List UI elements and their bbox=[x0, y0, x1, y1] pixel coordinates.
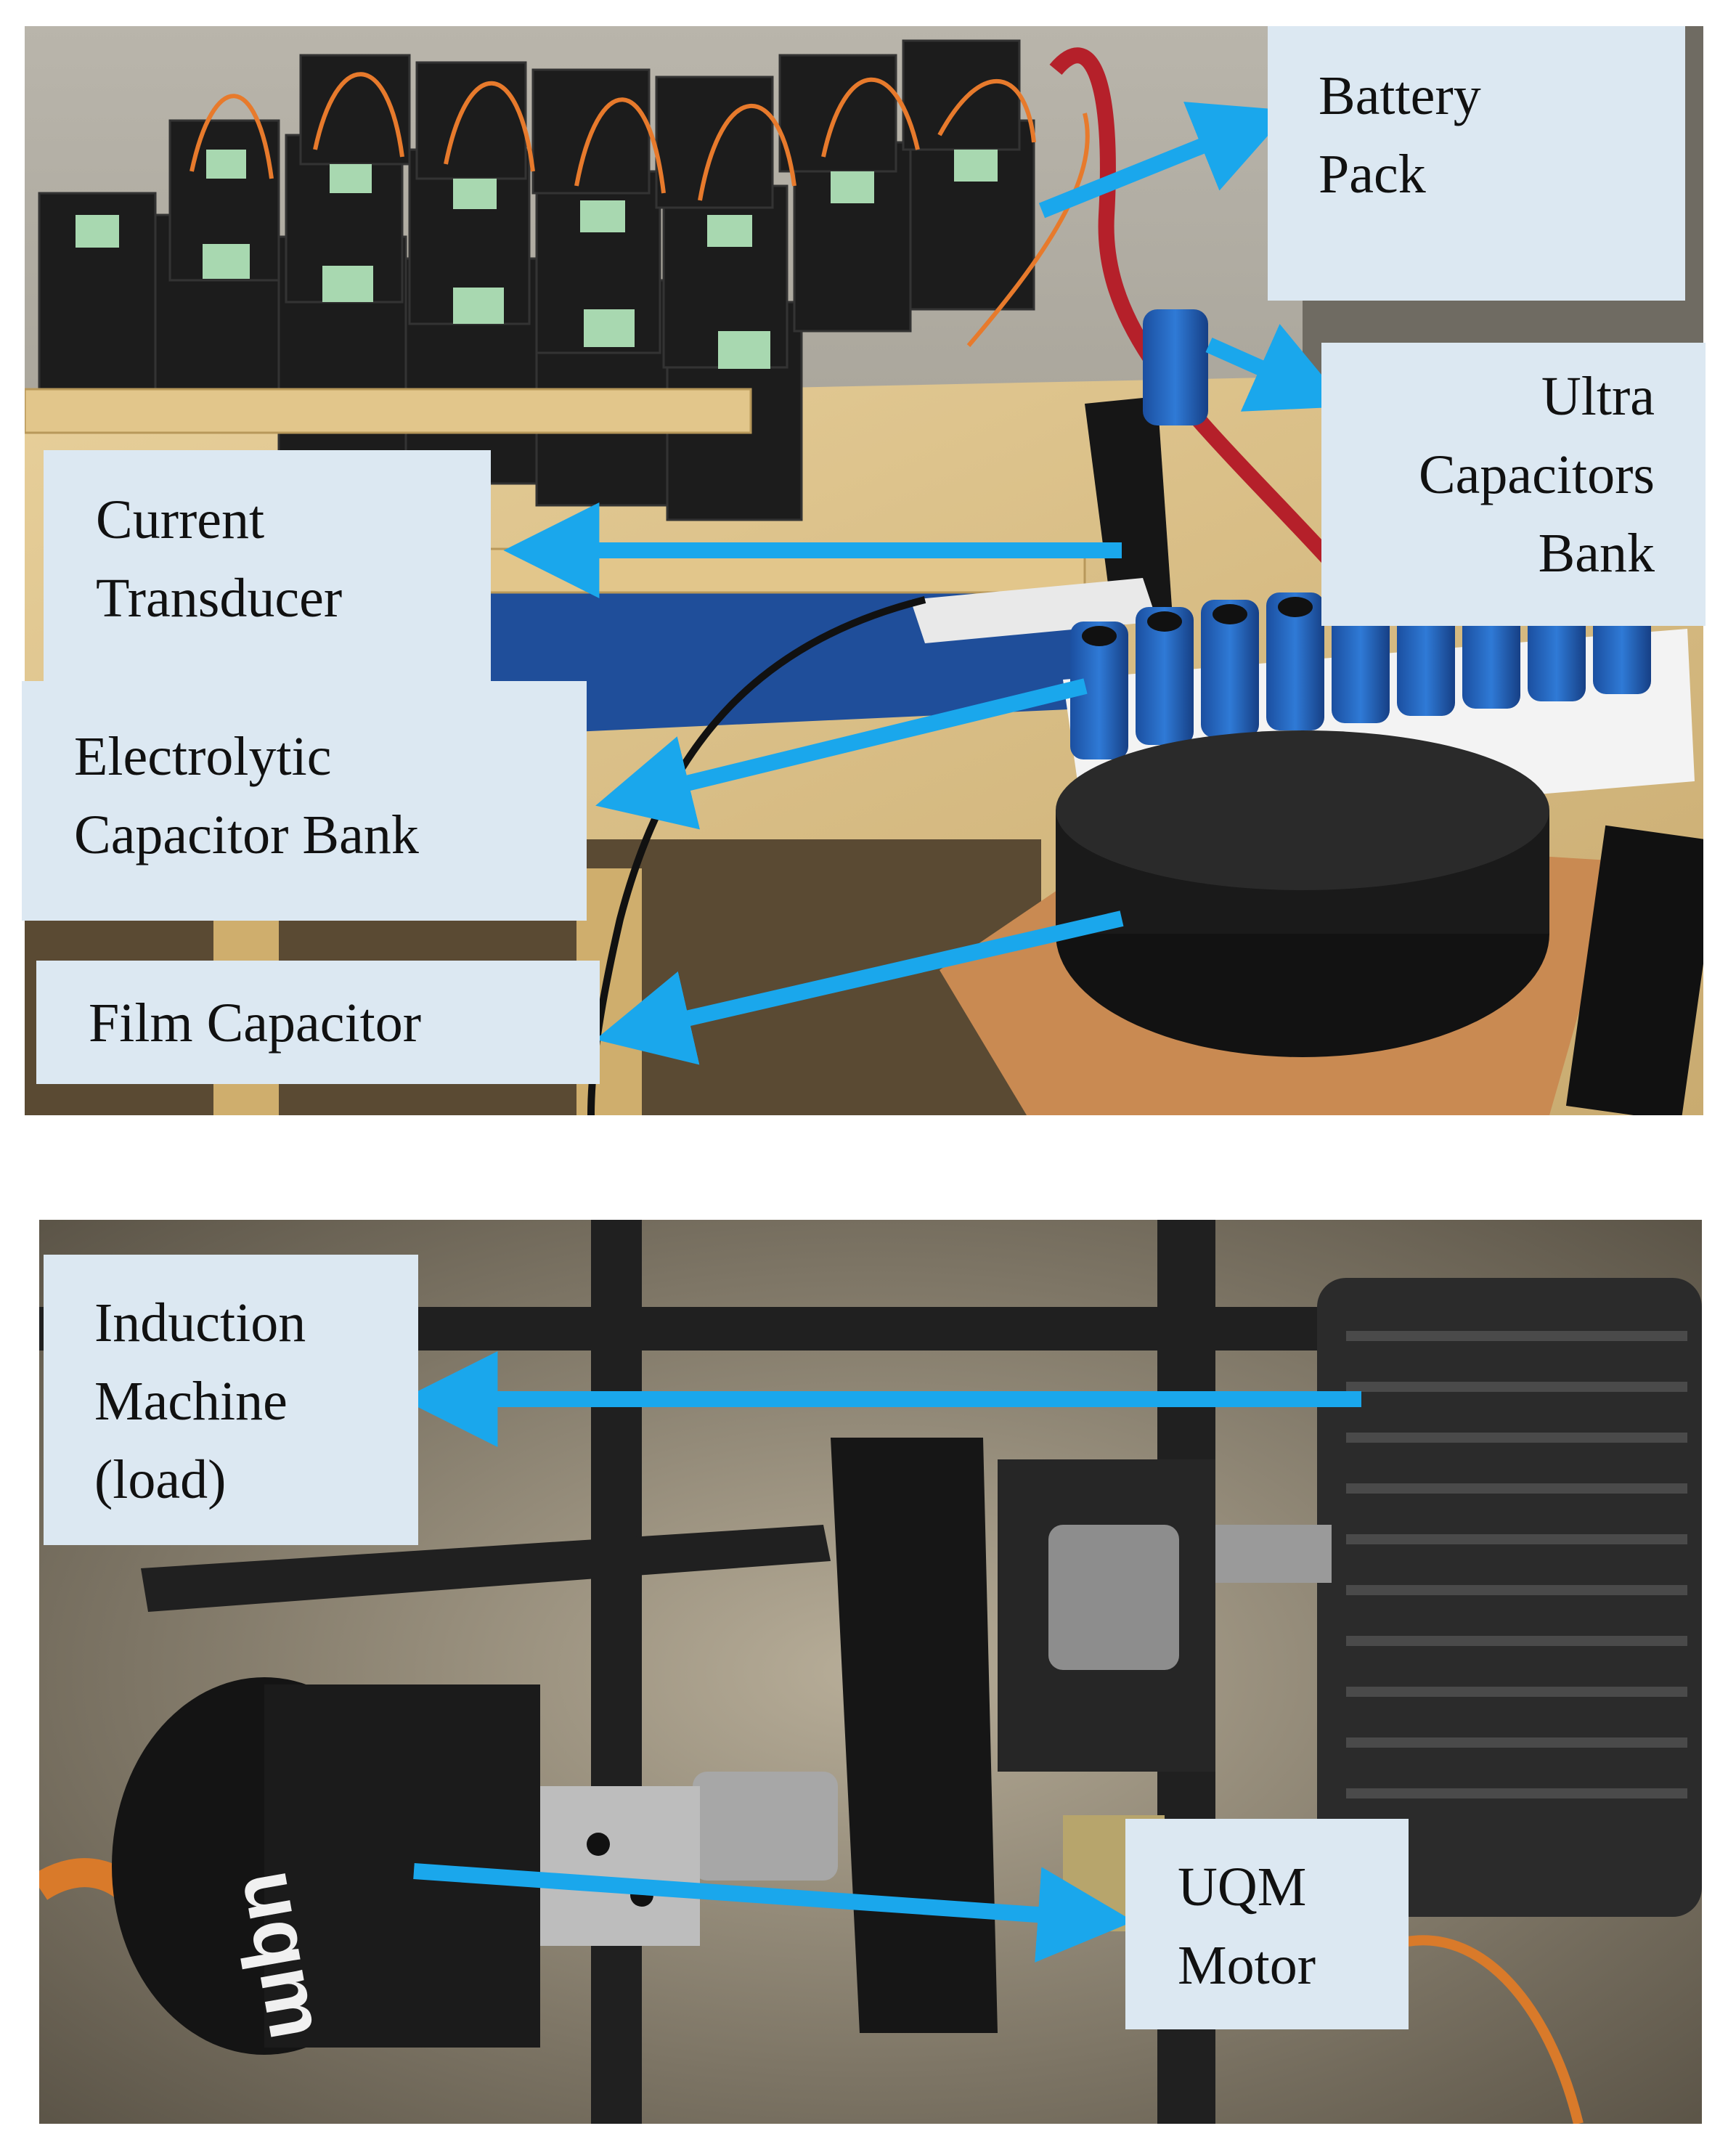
label-film-capacitor: Film Capacitor bbox=[36, 961, 600, 1084]
label-induction-machine: Induction Machine (load) bbox=[44, 1255, 418, 1545]
label-line: Ultra bbox=[1541, 366, 1655, 427]
label-electrolytic-capacitor-bank: Electrolytic Capacitor Bank bbox=[22, 681, 587, 921]
label-line: UQM bbox=[1178, 1857, 1307, 1918]
label-battery-pack: Battery Pack bbox=[1268, 26, 1685, 301]
ultra-capacitors bbox=[1143, 309, 1208, 425]
label-line: Transducer bbox=[96, 568, 343, 629]
label-line: Battery bbox=[1319, 65, 1481, 126]
label-ultra-capacitors-bank: Ultra Capacitors Bank bbox=[1321, 343, 1706, 626]
label-current-transducer: Current Transducer bbox=[44, 450, 491, 681]
label-line: Induction bbox=[94, 1292, 306, 1353]
label-line: Electrolytic bbox=[74, 726, 332, 787]
label-line: Bank bbox=[1538, 523, 1655, 584]
label-line: Film Capacitor bbox=[89, 993, 422, 1054]
label-line: Capacitors bbox=[1418, 444, 1655, 505]
film-capacitor-device bbox=[940, 730, 1622, 1115]
current-transducer-device bbox=[1085, 396, 1172, 629]
bottom-photo-illustration: uqm bbox=[39, 1220, 1702, 2124]
label-uqm-motor: UQM Motor bbox=[1125, 1819, 1409, 2029]
label-line: Capacitor Bank bbox=[74, 804, 419, 865]
label-line: Motor bbox=[1178, 1935, 1316, 1996]
label-line: (load) bbox=[94, 1449, 227, 1510]
label-line: Current bbox=[96, 489, 265, 550]
label-line: Machine bbox=[94, 1371, 288, 1432]
label-line: Pack bbox=[1319, 144, 1426, 205]
induction-machine-device bbox=[1215, 1278, 1702, 1917]
